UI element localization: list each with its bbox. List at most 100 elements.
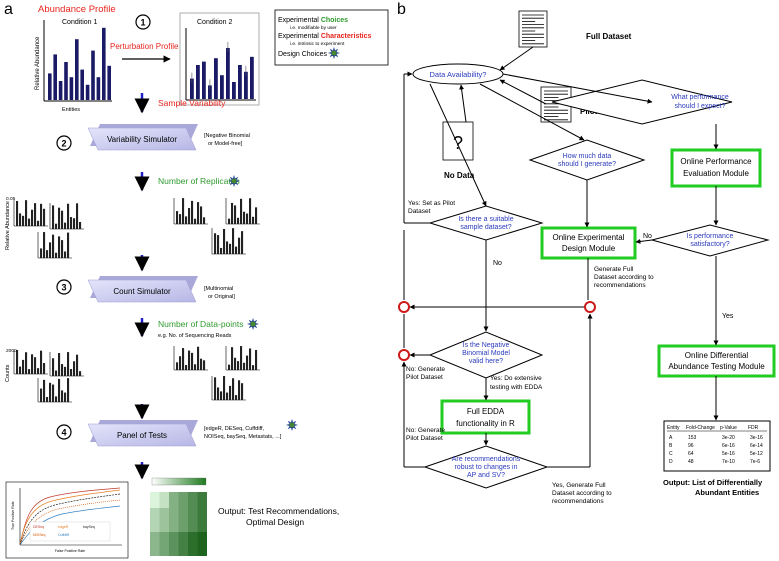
junction-circle-lower: [398, 349, 410, 361]
table-cell: 3e-20: [722, 435, 735, 441]
step1-circle: [135, 14, 151, 30]
mini-bar: [252, 216, 255, 224]
mini-bar: [238, 380, 241, 400]
tests-list-1: [edgeR, DESeq, Cuffdiff,: [204, 426, 264, 432]
mini-bar: [240, 198, 243, 224]
count-simulator-face: [87, 279, 197, 303]
mini-bar: [179, 356, 182, 370]
heatmap-plot: [150, 477, 207, 556]
no-data-doc: ? No Data: [442, 121, 475, 180]
output-table-frame: [663, 420, 771, 472]
bar: [107, 65, 111, 100]
mini-bar: [200, 358, 203, 370]
heat-cell: [188, 516, 198, 524]
mini-bar: [76, 354, 79, 376]
heat-cell: [159, 524, 169, 532]
bar: [238, 65, 242, 99]
heat-cell: [188, 500, 198, 508]
table-cell: B: [669, 443, 673, 449]
output-b-1: Output: List of Differentially: [663, 478, 763, 487]
mini-bar: [55, 396, 58, 402]
roc-curve-1: [19, 487, 121, 546]
heat-cell: [188, 508, 198, 516]
roc-legend-1: DESeq: [33, 525, 44, 529]
yes-label: Yes: [722, 313, 734, 320]
condition1-label: Condition 1: [62, 19, 98, 26]
mini-bar: [235, 395, 238, 400]
mini-bar: [40, 248, 43, 258]
roc-curve-3: [19, 493, 121, 546]
nb-model-diamond: [428, 331, 544, 379]
panel-a: a Abundance Profile Condition 1 Relative…: [4, 1, 389, 559]
output-a-1: Output: Test Recommendations,: [218, 506, 339, 516]
mini-bar: [55, 370, 58, 376]
suitable-dataset-diamond: [428, 205, 544, 241]
mini-bar: [246, 213, 249, 224]
perf-satisfactory-diamond: [650, 224, 770, 257]
mini-bar: [249, 198, 252, 224]
panel-of-tests-box: Panel of Tests: [87, 420, 198, 447]
count-simulator-label: Count Simulator: [113, 287, 171, 296]
full-edda-1: Full EDDA: [467, 407, 505, 416]
online-differential-box: [657, 344, 776, 378]
heat-cell: [197, 492, 207, 500]
mini-bar: [43, 362, 46, 374]
bar: [64, 62, 68, 100]
legend-experimental-2: Experimental Characteristics: [278, 33, 372, 40]
roc-curve-4: [19, 499, 121, 546]
mini-bar: [255, 207, 258, 224]
mini-bar: [64, 366, 67, 376]
table-cell: 6e-16: [722, 443, 735, 449]
mini-bar: [76, 203, 79, 229]
heat-cell: [197, 524, 207, 532]
heat-cell: [197, 548, 207, 556]
step2-circle: [56, 135, 72, 151]
mini-bar: [214, 377, 217, 400]
output-b-2: Abundant Entities: [695, 488, 759, 497]
mini-bar: [179, 214, 182, 224]
count-simulator-box: Count Simulator: [87, 276, 198, 303]
mini-bar: [46, 396, 49, 402]
mini-bar: [252, 365, 255, 370]
mini-bar: [58, 353, 61, 376]
mini-bar: [220, 247, 223, 254]
heat-cell: [169, 548, 179, 556]
heat-cell: [197, 532, 207, 540]
mini-bar: [228, 364, 231, 370]
abundance-profile-label: Abundance Profile: [38, 4, 116, 15]
bar: [244, 71, 248, 99]
mini-bar: [34, 203, 37, 226]
heat-cell: [159, 516, 169, 524]
mini-bar: [49, 242, 52, 258]
number-of-datapoints-label: Number of Data-points: [158, 319, 244, 329]
heat-cell: [197, 540, 207, 548]
roc-legend-4: NOISeq: [33, 533, 46, 537]
table-header-cell: Entity: [667, 425, 680, 431]
heat-cell: [197, 516, 207, 524]
availability-to-performance: [502, 73, 653, 104]
datapoints-example: e.g. No. of Sequencing Reads: [158, 333, 232, 339]
what-performance-2: should I expect?: [675, 103, 726, 110]
vs-options-2: or Model-free]: [208, 141, 243, 147]
robust-1: Are recommendations: [452, 456, 521, 463]
full-edda-box: [440, 399, 531, 435]
mini-bar: [37, 368, 40, 374]
bar: [85, 84, 90, 100]
bar: [220, 75, 224, 99]
table-cell: D: [669, 459, 673, 465]
mini-bar: [255, 350, 258, 370]
table-cell: 6e-14: [750, 443, 763, 449]
question-mark-icon: ?: [453, 133, 463, 153]
heat-cell: [178, 516, 188, 524]
table-cell: A: [669, 435, 673, 441]
full-to-availability: [499, 46, 534, 71]
mini-bar: [67, 203, 70, 229]
variability-simulator-face: [87, 127, 197, 151]
step3-circle: [56, 279, 72, 295]
robust-3: AP and SV?: [467, 472, 505, 479]
tick-2000: 2000: [6, 348, 17, 354]
mini-bar: [243, 211, 246, 224]
bar: [226, 48, 230, 99]
step3-number: 3: [61, 283, 66, 293]
how-much-2: should I generate?: [558, 161, 616, 168]
